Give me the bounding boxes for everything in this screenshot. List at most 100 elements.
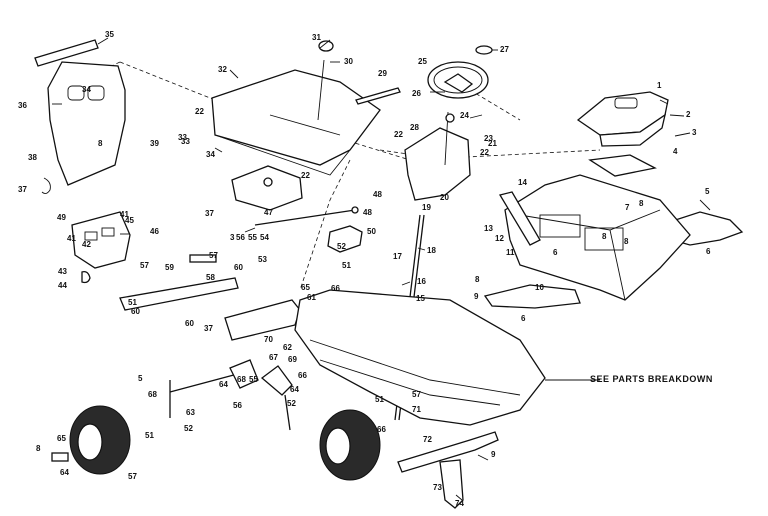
callout-56: 56 xyxy=(236,233,245,242)
steering-hub xyxy=(443,73,474,93)
callout-19: 19 xyxy=(422,203,431,212)
callout-38: 38 xyxy=(28,153,37,162)
callout-41: 41 xyxy=(67,234,76,243)
callout-27: 27 xyxy=(500,45,509,54)
front-bumper xyxy=(397,431,499,473)
callout-66: 66 xyxy=(331,284,340,293)
callout-11: 11 xyxy=(506,248,515,257)
callout-61: 61 xyxy=(307,293,316,302)
callout-8: 8 xyxy=(98,139,103,148)
callout-25: 25 xyxy=(418,57,427,66)
steering-wheel-inner xyxy=(433,66,483,94)
callout-64: 64 xyxy=(219,380,228,389)
callout-57: 57 xyxy=(128,472,137,481)
callout-8: 8 xyxy=(475,275,480,284)
spindle-right xyxy=(284,394,291,431)
callout-8: 8 xyxy=(639,199,644,208)
callout-4: 4 xyxy=(673,147,678,156)
callout-8: 8 xyxy=(602,232,607,241)
callout-60: 60 xyxy=(185,319,194,328)
hood-rod xyxy=(355,87,401,105)
callout-34: 34 xyxy=(206,150,215,159)
callout-5: 5 xyxy=(705,187,710,196)
callout-24: 24 xyxy=(460,111,469,120)
steering-bracket xyxy=(327,225,363,253)
callout-65: 65 xyxy=(57,434,66,443)
callout-3: 3 xyxy=(692,128,697,137)
callout-22: 22 xyxy=(480,148,489,157)
callout-18: 18 xyxy=(427,246,436,255)
callout-63: 63 xyxy=(186,408,195,417)
wheel-bolt xyxy=(51,452,69,462)
callout-37: 37 xyxy=(18,185,27,194)
callout-6: 6 xyxy=(706,247,711,256)
callout-60: 60 xyxy=(234,263,243,272)
callout-22: 22 xyxy=(394,130,403,139)
callout-62: 62 xyxy=(283,343,292,352)
axle-support xyxy=(119,277,239,311)
callout-1: 1 xyxy=(657,81,662,90)
decal-strip xyxy=(34,39,99,67)
callout-71: 71 xyxy=(412,405,421,414)
hood-vent xyxy=(269,114,341,136)
seat-plate xyxy=(588,154,657,177)
callout-45: 45 xyxy=(125,216,134,225)
hood xyxy=(211,69,381,166)
callout-69: 69 xyxy=(288,355,297,364)
callout-32: 32 xyxy=(218,65,227,74)
callout-68: 68 xyxy=(148,390,157,399)
callout-29: 29 xyxy=(378,69,387,78)
fuel-neck xyxy=(317,59,325,121)
front-wheel-left-hub xyxy=(77,423,103,461)
rear-body-opening-2 xyxy=(584,227,624,251)
callout-17: 17 xyxy=(393,252,402,261)
callout-52: 52 xyxy=(337,242,346,251)
console-slot-2 xyxy=(101,227,115,237)
callout-8: 8 xyxy=(624,237,629,246)
fuel-tank xyxy=(231,165,303,211)
callout-22: 22 xyxy=(195,107,204,116)
callout-56: 56 xyxy=(233,401,242,410)
rear-body-deck xyxy=(519,209,661,301)
callout-49: 49 xyxy=(57,213,66,222)
callout-74: 74 xyxy=(455,499,464,508)
callout-23: 23 xyxy=(484,134,493,143)
seat-cushion-detail xyxy=(614,97,638,109)
callout-64: 64 xyxy=(60,468,69,477)
callout-28: 28 xyxy=(410,123,419,132)
front-axle-plate xyxy=(224,299,301,341)
callout-15: 15 xyxy=(416,294,425,303)
callout-47: 47 xyxy=(264,208,273,217)
callout-66: 66 xyxy=(298,371,307,380)
callout-37: 37 xyxy=(204,324,213,333)
callout-5: 5 xyxy=(138,374,143,383)
callout-57: 57 xyxy=(140,261,149,270)
link-rod-end xyxy=(351,206,359,214)
callout-48: 48 xyxy=(373,190,382,199)
callout-9: 9 xyxy=(491,450,496,459)
callout-44: 44 xyxy=(58,281,67,290)
callout-16: 16 xyxy=(417,277,426,286)
callout-30: 30 xyxy=(344,57,353,66)
callout-60: 60 xyxy=(131,307,140,316)
callout-54: 54 xyxy=(260,233,269,242)
bushing xyxy=(445,113,455,123)
callout-57: 57 xyxy=(412,390,421,399)
callout-50: 50 xyxy=(367,227,376,236)
hood-lower-edge xyxy=(214,134,351,176)
callout-9: 9 xyxy=(474,292,479,301)
dash-gauge-right xyxy=(87,85,105,101)
callout-51: 51 xyxy=(128,298,137,307)
tank-cap xyxy=(263,177,273,187)
steering-arm xyxy=(260,365,293,396)
callout-2: 2 xyxy=(686,110,691,119)
body-bracket xyxy=(498,191,541,246)
grommet xyxy=(81,270,91,284)
callout-10: 10 xyxy=(535,283,544,292)
callout-55: 55 xyxy=(249,375,258,384)
assembly-outline xyxy=(59,61,601,291)
callout-51: 51 xyxy=(145,431,154,440)
callout-43: 43 xyxy=(58,267,67,276)
front-wheel-right-hub xyxy=(325,427,351,465)
